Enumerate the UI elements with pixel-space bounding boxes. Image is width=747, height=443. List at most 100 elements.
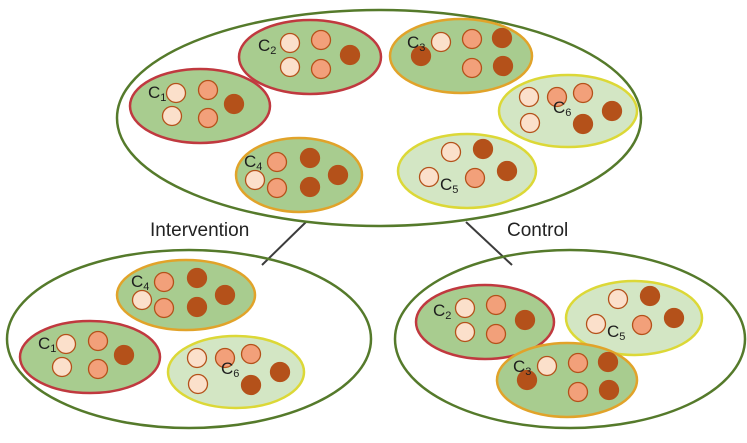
individual-dot-dark xyxy=(214,284,236,306)
individual-dot-dark xyxy=(491,27,513,49)
individual-dot-mid xyxy=(310,58,332,80)
cluster-label: C4 xyxy=(244,152,262,173)
individual-dot-dark xyxy=(492,55,514,77)
individual-dot-dark xyxy=(240,374,262,396)
individual-dot-light xyxy=(536,355,558,377)
cluster-ellipse xyxy=(128,67,272,145)
cluster-label: C3 xyxy=(513,357,531,378)
individual-dot-mid xyxy=(567,352,589,374)
individual-dot-dark xyxy=(572,113,594,135)
individual-dot-light xyxy=(518,86,540,108)
individual-dot-dark xyxy=(186,267,208,289)
individual-dot-dark xyxy=(597,351,619,373)
cluster-c1-population: C1 xyxy=(128,67,272,145)
cluster-c2-population: C2 xyxy=(237,18,383,96)
individual-dot-dark xyxy=(327,164,349,186)
cluster-ellipse xyxy=(414,283,556,361)
individual-dot-dark xyxy=(516,369,538,391)
cluster-c1-intervention: C1 xyxy=(18,319,162,395)
cluster-label: C5 xyxy=(607,322,625,343)
individual-dot-light xyxy=(165,82,187,104)
cluster-label: C6 xyxy=(553,98,571,119)
individual-dot-mid xyxy=(153,271,175,293)
individual-dot-mid xyxy=(485,323,507,345)
individual-dot-light xyxy=(430,31,452,53)
individual-dot-mid xyxy=(197,107,219,129)
individual-dot-mid xyxy=(266,177,288,199)
control-label: Control xyxy=(507,220,569,241)
connector-control xyxy=(465,221,513,266)
individual-dot-light xyxy=(186,347,208,369)
individual-dot-mid xyxy=(214,347,236,369)
individual-dot-dark xyxy=(472,138,494,160)
individual-dot-light xyxy=(585,313,607,335)
cluster-ellipse xyxy=(564,279,704,357)
intervention-label: Intervention xyxy=(150,220,250,241)
cluster-label: C1 xyxy=(38,334,56,355)
individual-dot-light xyxy=(51,356,73,378)
individual-dot-dark xyxy=(269,361,291,383)
individual-dot-light xyxy=(454,321,476,343)
individual-dot-dark xyxy=(299,176,321,198)
cluster-label: C4 xyxy=(131,272,149,293)
individual-dot-dark xyxy=(514,309,536,331)
cluster-label: C6 xyxy=(221,359,239,380)
cluster-ellipse xyxy=(237,18,383,96)
individual-dot-mid xyxy=(87,358,109,380)
individual-dot-mid xyxy=(485,294,507,316)
cluster-ellipse xyxy=(115,258,257,332)
cluster-c5-control: C5 xyxy=(564,279,704,357)
individual-dot-light xyxy=(607,288,629,310)
control-group-ellipse xyxy=(393,248,747,430)
individual-dot-light xyxy=(161,105,183,127)
individual-dot-mid xyxy=(240,343,262,365)
cluster-c2-control: C2 xyxy=(414,283,556,361)
cluster-c3-population: C3 xyxy=(388,17,534,95)
individual-dot-mid xyxy=(461,57,483,79)
individual-dot-dark xyxy=(299,147,321,169)
individual-dot-dark xyxy=(639,285,661,307)
cluster-ellipse xyxy=(396,132,538,210)
connector-intervention xyxy=(261,221,307,266)
individual-dot-dark xyxy=(186,296,208,318)
cluster-ellipse xyxy=(18,319,162,395)
cluster-label: C1 xyxy=(148,83,166,104)
individual-dot-dark xyxy=(663,307,685,329)
individual-dot-mid xyxy=(87,330,109,352)
individual-dot-light xyxy=(454,297,476,319)
individual-dot-mid xyxy=(546,86,568,108)
individual-dot-dark xyxy=(339,44,361,66)
cluster-label: C5 xyxy=(440,175,458,196)
cluster-label: C2 xyxy=(258,36,276,57)
individual-dot-mid xyxy=(266,151,288,173)
individual-dot-dark xyxy=(496,160,518,182)
cluster-label: C3 xyxy=(407,33,425,54)
population-group-ellipse xyxy=(115,8,643,228)
individual-dot-dark xyxy=(223,93,245,115)
cluster-c4-population: C4 xyxy=(234,136,364,214)
individual-dot-light xyxy=(418,166,440,188)
individual-dot-mid xyxy=(567,381,589,403)
cluster-label: C2 xyxy=(433,301,451,322)
cluster-c4-intervention: C4 xyxy=(115,258,257,332)
individual-dot-mid xyxy=(631,314,653,336)
individual-dot-light xyxy=(519,112,541,134)
individual-dot-light xyxy=(187,373,209,395)
cluster-ellipse xyxy=(234,136,364,214)
individual-dot-mid xyxy=(464,167,486,189)
individual-dot-mid xyxy=(572,82,594,104)
individual-dot-mid xyxy=(153,297,175,319)
individual-dot-dark xyxy=(598,379,620,401)
individual-dot-dark xyxy=(410,45,432,67)
individual-dot-light xyxy=(244,169,266,191)
individual-dot-light xyxy=(440,141,462,163)
cluster-c3-control: C3 xyxy=(495,341,639,419)
individual-dot-dark xyxy=(113,344,135,366)
intervention-group-ellipse xyxy=(5,248,373,430)
individual-dot-light xyxy=(279,32,301,54)
individual-dot-light xyxy=(55,333,77,355)
cluster-c6-population: C6 xyxy=(497,73,639,149)
individual-dot-mid xyxy=(461,28,483,50)
